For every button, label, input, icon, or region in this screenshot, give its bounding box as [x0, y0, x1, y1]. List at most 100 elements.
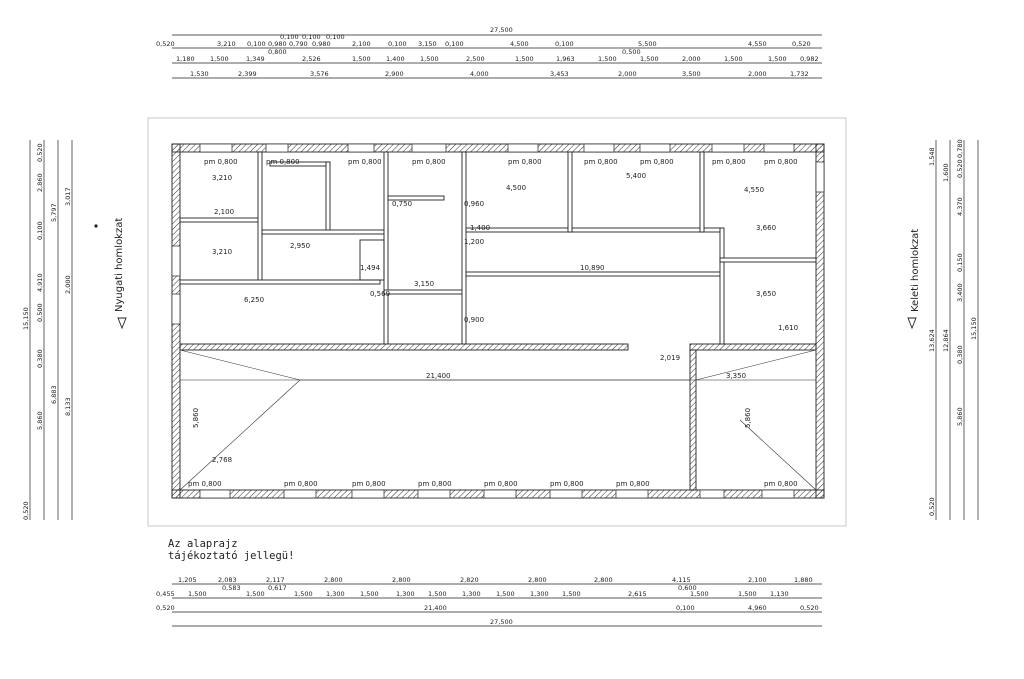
dim-label: 0,617 — [268, 584, 287, 592]
bottom-dim-row1: 1,205 2,083 2,117 2,800 2,800 2,820 2,80… — [178, 576, 813, 592]
room-label: 1,494 — [360, 264, 381, 272]
dim-label: 8,133 — [64, 397, 72, 416]
dim-label: 1,500 — [352, 55, 371, 63]
parapet-label: pm 0,800 — [352, 480, 386, 488]
west-facade-label: Nyugati homlokzat — [114, 218, 125, 312]
parapet-label: pm 0,800 — [284, 480, 318, 488]
room-label: 3,660 — [756, 224, 776, 232]
parapet-label: pm 0,800 — [418, 480, 452, 488]
dim-label: 1,500 — [515, 55, 534, 63]
dim-label: 12,864 — [942, 329, 950, 352]
top-dim-row2: 1,180 1,500 1,349 2,526 1,500 1,400 1,50… — [176, 55, 819, 63]
parapet-label: pm 0,800 — [266, 158, 300, 166]
dim-label: 1,500 — [598, 55, 617, 63]
dim-label: 2,399 — [238, 70, 257, 78]
dim-label: 2,615 — [628, 590, 647, 598]
dim-label: 1,500 — [768, 55, 787, 63]
dim-label: 0,583 — [222, 584, 241, 592]
bottom-total-dimension: 27,500 — [490, 618, 513, 626]
dim-label: 1,500 — [188, 590, 207, 598]
dim-label: 1,130 — [770, 590, 789, 598]
dim-label: 5,860 — [36, 411, 44, 430]
dim-label: 1,500 — [640, 55, 659, 63]
parapet-label: pm 0,800 — [616, 480, 650, 488]
dim-label: 2,000 — [748, 70, 767, 78]
dim-label: 2,000 — [682, 55, 701, 63]
dim-label: 0,100 — [326, 33, 345, 41]
dim-label: 0,780 — [956, 139, 964, 158]
dim-label: 5,797 — [50, 203, 58, 222]
dim-label: 3,210 — [217, 40, 236, 48]
room-label: 4,550 — [744, 186, 764, 194]
parapet-labels: pm 0,800 pm 0,800 pm 0,800 pm 0,800 pm 0… — [188, 158, 798, 488]
dim-label: 0,520 — [792, 40, 811, 48]
dim-label: 4,500 — [510, 40, 529, 48]
dim-label: 6,883 — [50, 385, 58, 404]
dim-label: 0,100 — [247, 40, 266, 48]
dim-label: 15,150 — [970, 317, 978, 340]
dim-label: 2,800 — [594, 576, 613, 584]
east-facade-arrow-icon — [907, 317, 917, 330]
dim-label: 1,500 — [420, 55, 439, 63]
dim-label: 0,455 — [156, 590, 175, 598]
dim-label: 4,960 — [748, 604, 767, 612]
dim-label: 5,500 — [638, 40, 657, 48]
dim-label: 4,115 — [672, 576, 691, 584]
dim-label: 0,100 — [445, 40, 464, 48]
parapet-label: pm 0,800 — [412, 158, 446, 166]
dim-label: 1,963 — [556, 55, 575, 63]
parapet-label: pm 0,800 — [640, 158, 674, 166]
dim-label: 1,530 — [190, 70, 209, 78]
room-label: 6,250 — [244, 296, 264, 304]
dim-label: 5,860 — [956, 407, 964, 426]
room-label: 4,500 — [506, 184, 526, 192]
dim-label: 3,453 — [550, 70, 569, 78]
dim-label: 0,100 — [676, 604, 695, 612]
roof-lines — [179, 349, 817, 491]
dim-label: 4,000 — [470, 70, 489, 78]
left-dim-labels: 15,150 2,860 0,520 5,797 0,100 4,910 0,5… — [22, 143, 72, 520]
dim-label: 2,900 — [385, 70, 404, 78]
dim-label: 0,100 — [388, 40, 407, 48]
reference-dot — [94, 224, 98, 228]
dim-label: 2,800 — [392, 576, 411, 584]
bottom-dim-row3: 0,520 21,400 0,100 4,960 0,520 — [156, 604, 819, 612]
parapet-label: pm 0,800 — [508, 158, 542, 166]
room-label: 21,400 — [426, 372, 451, 380]
dim-label: 1,600 — [942, 163, 950, 182]
dim-label: 4,370 — [956, 197, 964, 216]
dim-label: 2,117 — [266, 576, 285, 584]
note-line-2: tájékoztató jellegü! — [168, 550, 295, 562]
parapet-label: pm 0,800 — [764, 480, 798, 488]
room-label: 3,650 — [756, 290, 776, 298]
parapet-label: pm 0,800 — [550, 480, 584, 488]
dim-label: 2,820 — [460, 576, 479, 584]
dim-label: 1,500 — [690, 590, 709, 598]
dim-label: 0,520 — [36, 143, 44, 162]
dim-label: 0,100 — [302, 33, 321, 41]
top-total-dimension: 27,500 — [490, 26, 513, 34]
dim-label: 1,205 — [178, 576, 197, 584]
dim-label: 1,500 — [738, 590, 757, 598]
room-label: 0,750 — [392, 200, 412, 208]
dim-label: 0,520 — [800, 604, 819, 612]
dim-label: 0,380 — [956, 345, 964, 364]
dim-label: 2,000 — [618, 70, 637, 78]
room-label: 1,200 — [464, 238, 484, 246]
dim-label: 3,500 — [682, 70, 701, 78]
dim-label: 1,300 — [326, 590, 345, 598]
room-label: 1,610 — [778, 324, 798, 332]
dim-label: 1,500 — [428, 590, 447, 598]
dim-label: 0,800 — [268, 48, 287, 56]
room-label: 0,569 — [370, 290, 390, 298]
dim-label: 1,300 — [396, 590, 415, 598]
dim-label: 4,550 — [748, 40, 767, 48]
dim-label: 0,380 — [36, 349, 44, 368]
dim-label: 2,800 — [528, 576, 547, 584]
right-dim-labels: 15,150 13,624 12,864 1,548 0,780 1,600 0… — [928, 139, 978, 516]
dim-label: 1,880 — [794, 576, 813, 584]
outer-walls — [171, 143, 825, 499]
dim-label: 3,576 — [310, 70, 329, 78]
parapet-label: pm 0,800 — [348, 158, 382, 166]
top-dimension-lines — [172, 34, 822, 79]
